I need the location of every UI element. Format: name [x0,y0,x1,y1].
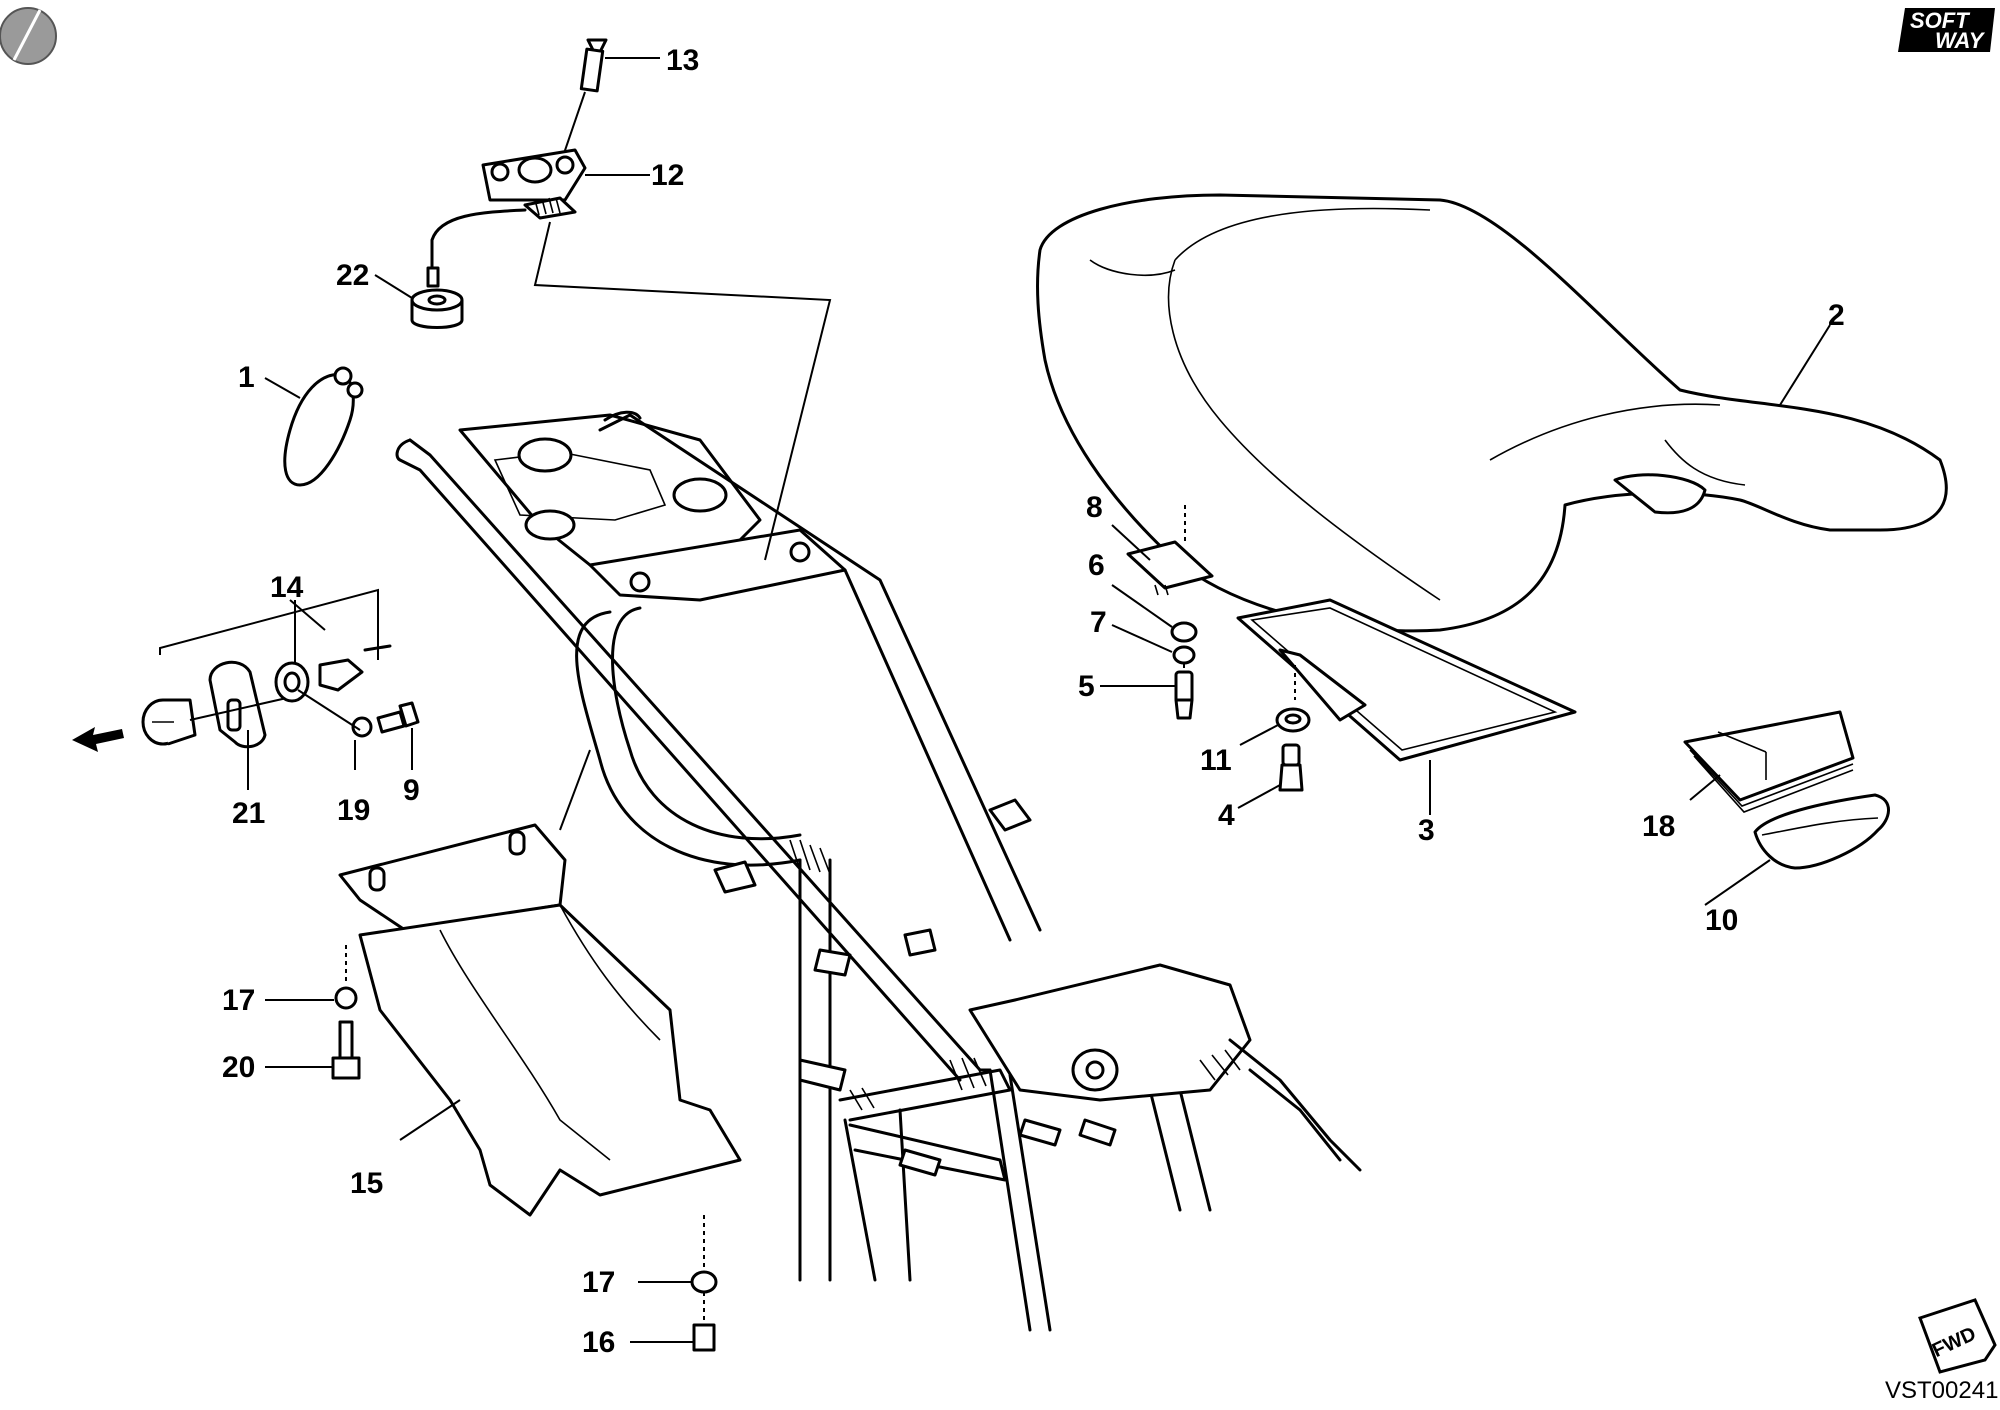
callout-12: 12 [651,159,684,192]
seat-lock-assembly [72,588,420,790]
callout-8: 8 [1086,491,1103,524]
callout-20: 20 [222,1051,255,1084]
seat-small-fasteners-right [1237,648,1367,809]
part-12-seat-latch [426,148,832,561]
callout-2: 2 [1828,299,1845,332]
corner-logo-icon [0,7,57,65]
callout-19: 19 [337,794,370,827]
callout-5: 5 [1078,670,1095,703]
callout-22: 22 [336,259,369,292]
brand-line-1: SOFT [1910,8,1970,33]
callout-21: 21 [232,797,265,830]
drawing-code: VST00241 [1885,1377,1998,1404]
fwd-direction-badge: FWD [1918,1298,1997,1374]
undertray-fasteners [265,945,718,1352]
part-18-manual-booklet [1683,710,1855,813]
part-1-cable-strap [264,366,364,487]
callout-16: 16 [582,1326,615,1359]
part-10-rubber-pad [1704,793,1890,906]
callout-13: 13 [666,44,699,77]
callout-15: 15 [350,1167,383,1200]
callout-17b: 17 [582,1266,615,1299]
rear-subframe [395,410,1362,1332]
callout-11: 11 [1200,744,1232,777]
forward-arrow-icon [72,727,124,752]
callout-14: 14 [270,571,304,604]
brand-line-2: WAY [1935,28,1986,53]
callout-3: 3 [1418,814,1435,847]
callout-7: 7 [1090,606,1107,639]
softway-logo: SOFT WAY [1898,8,1995,53]
callout-4: 4 [1218,799,1235,832]
seat-small-fasteners-left [1100,505,1214,720]
callout-6: 6 [1088,549,1105,582]
callout-18: 18 [1642,810,1675,843]
part-13-screw [559,38,660,166]
part-2-seat [1036,193,1948,633]
callout-17a: 17 [222,984,255,1017]
callout-9: 9 [403,774,420,807]
part-22-rubber-grommet [374,274,464,329]
callout-1: 1 [238,361,255,394]
part-15-undertray [338,749,742,1217]
callout-labels: 1 2 3 4 5 6 7 8 9 10 11 12 13 14 15 16 1… [222,44,1845,1359]
callout-10: 10 [1705,904,1738,937]
